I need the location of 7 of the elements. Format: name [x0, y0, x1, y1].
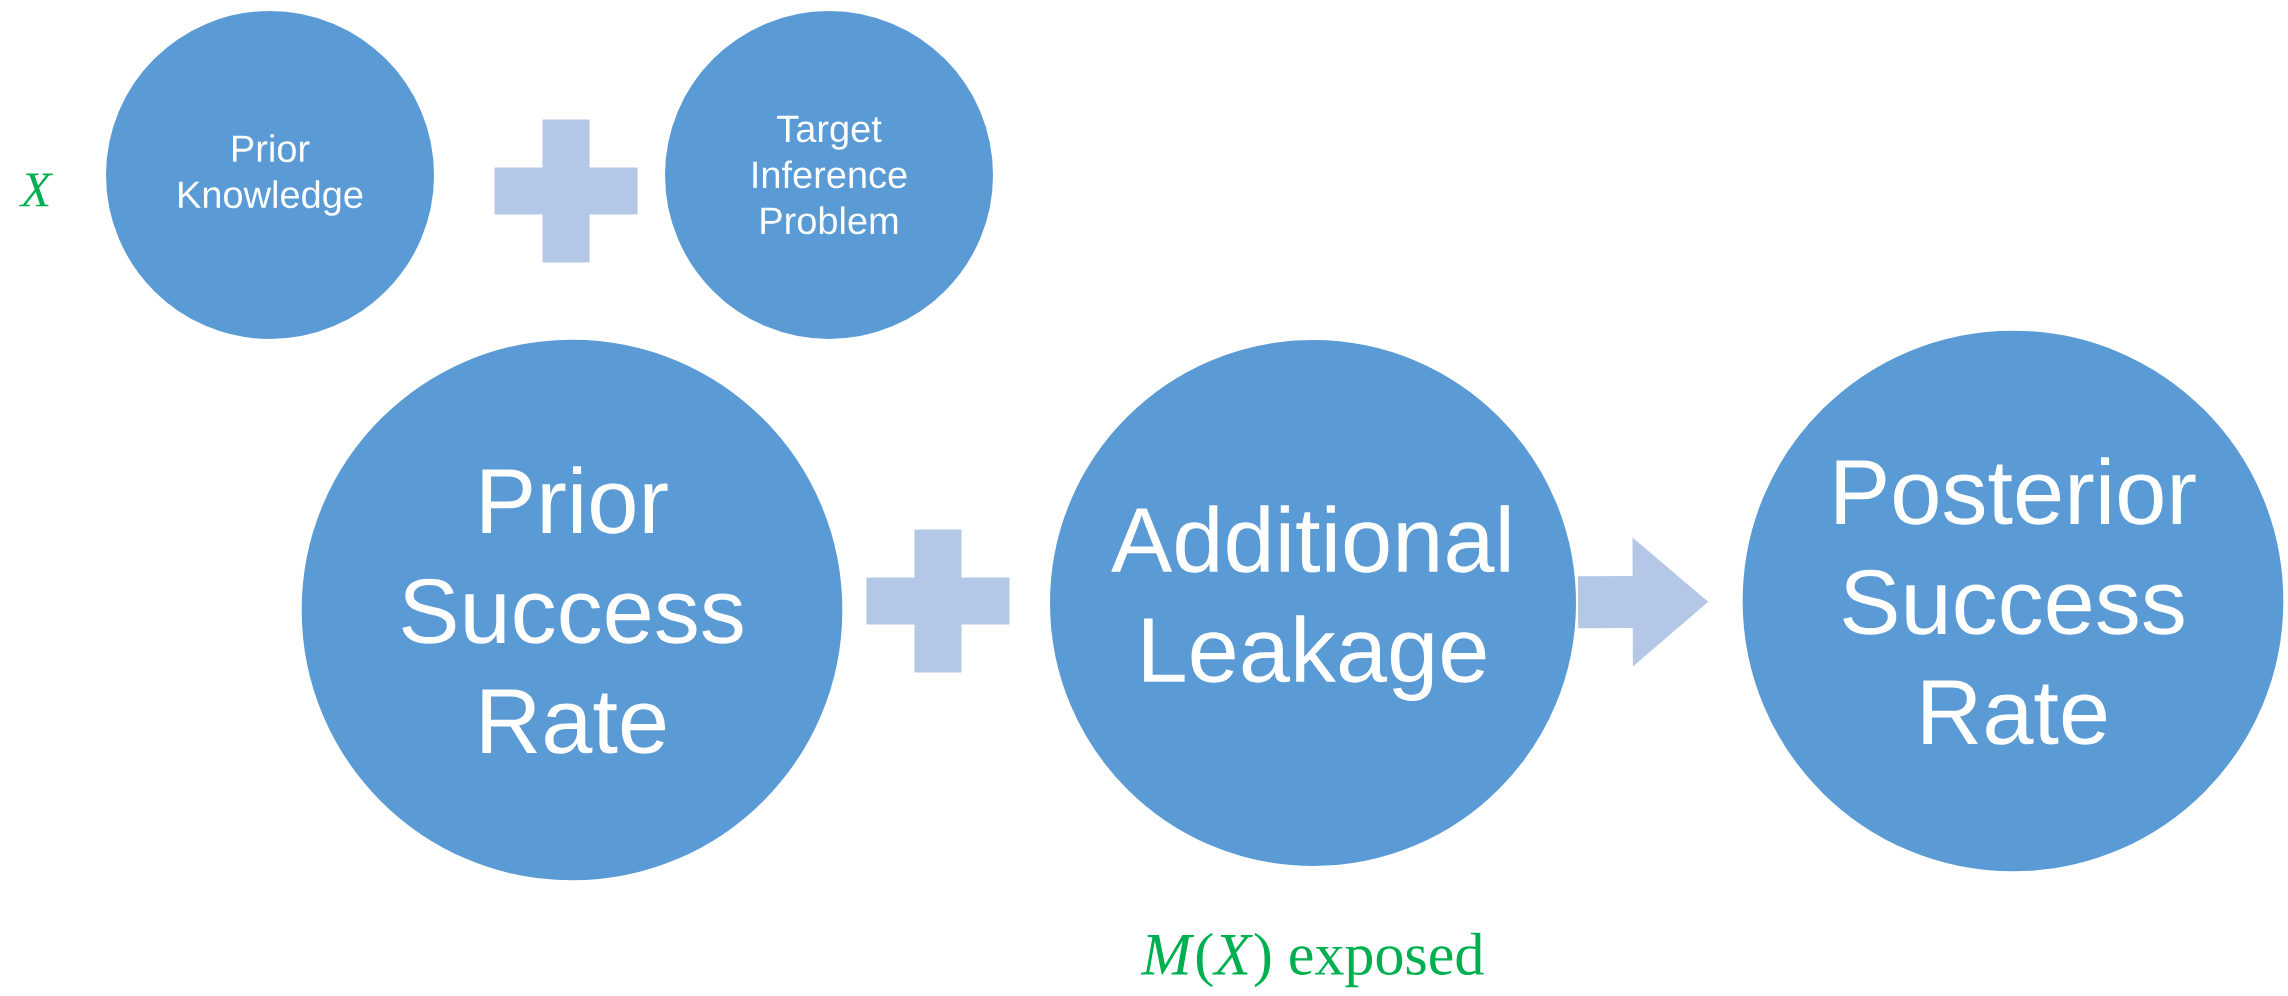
circle-node: Posterior Success Rate — [1740, 328, 2286, 874]
annotation-text: X — [19, 173, 53, 207]
circle-node: Prior Success Rate — [299, 337, 845, 883]
circle-node: Target Inference Problem — [663, 9, 995, 341]
annotation-text: M(X) exposed — [1140, 932, 1484, 988]
circle-node: Additional Leakage — [1048, 338, 1578, 868]
circle-node: Prior Knowledge — [104, 9, 436, 341]
